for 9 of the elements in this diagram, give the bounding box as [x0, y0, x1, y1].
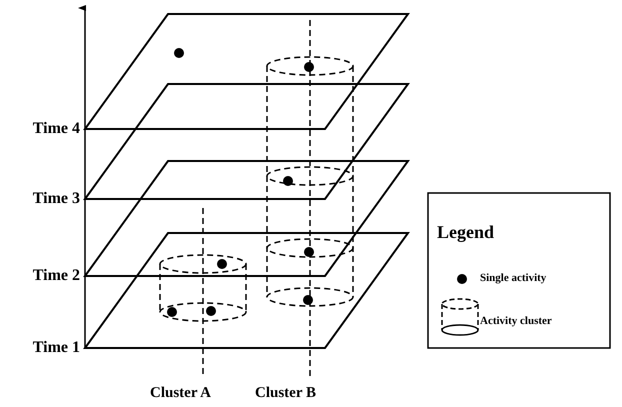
- legend-label: Single activity: [480, 273, 546, 284]
- time-label: Time 4: [32, 121, 80, 137]
- time-label: Time 3: [32, 191, 80, 207]
- cluster-label: Cluster A: [150, 386, 211, 400]
- time-label: Time 2: [32, 268, 80, 284]
- legend-label: Activity cluster: [480, 316, 552, 327]
- time-label: Time 1: [32, 340, 80, 356]
- cluster-label: Cluster B: [255, 386, 316, 400]
- legend-title: Legend: [437, 223, 494, 241]
